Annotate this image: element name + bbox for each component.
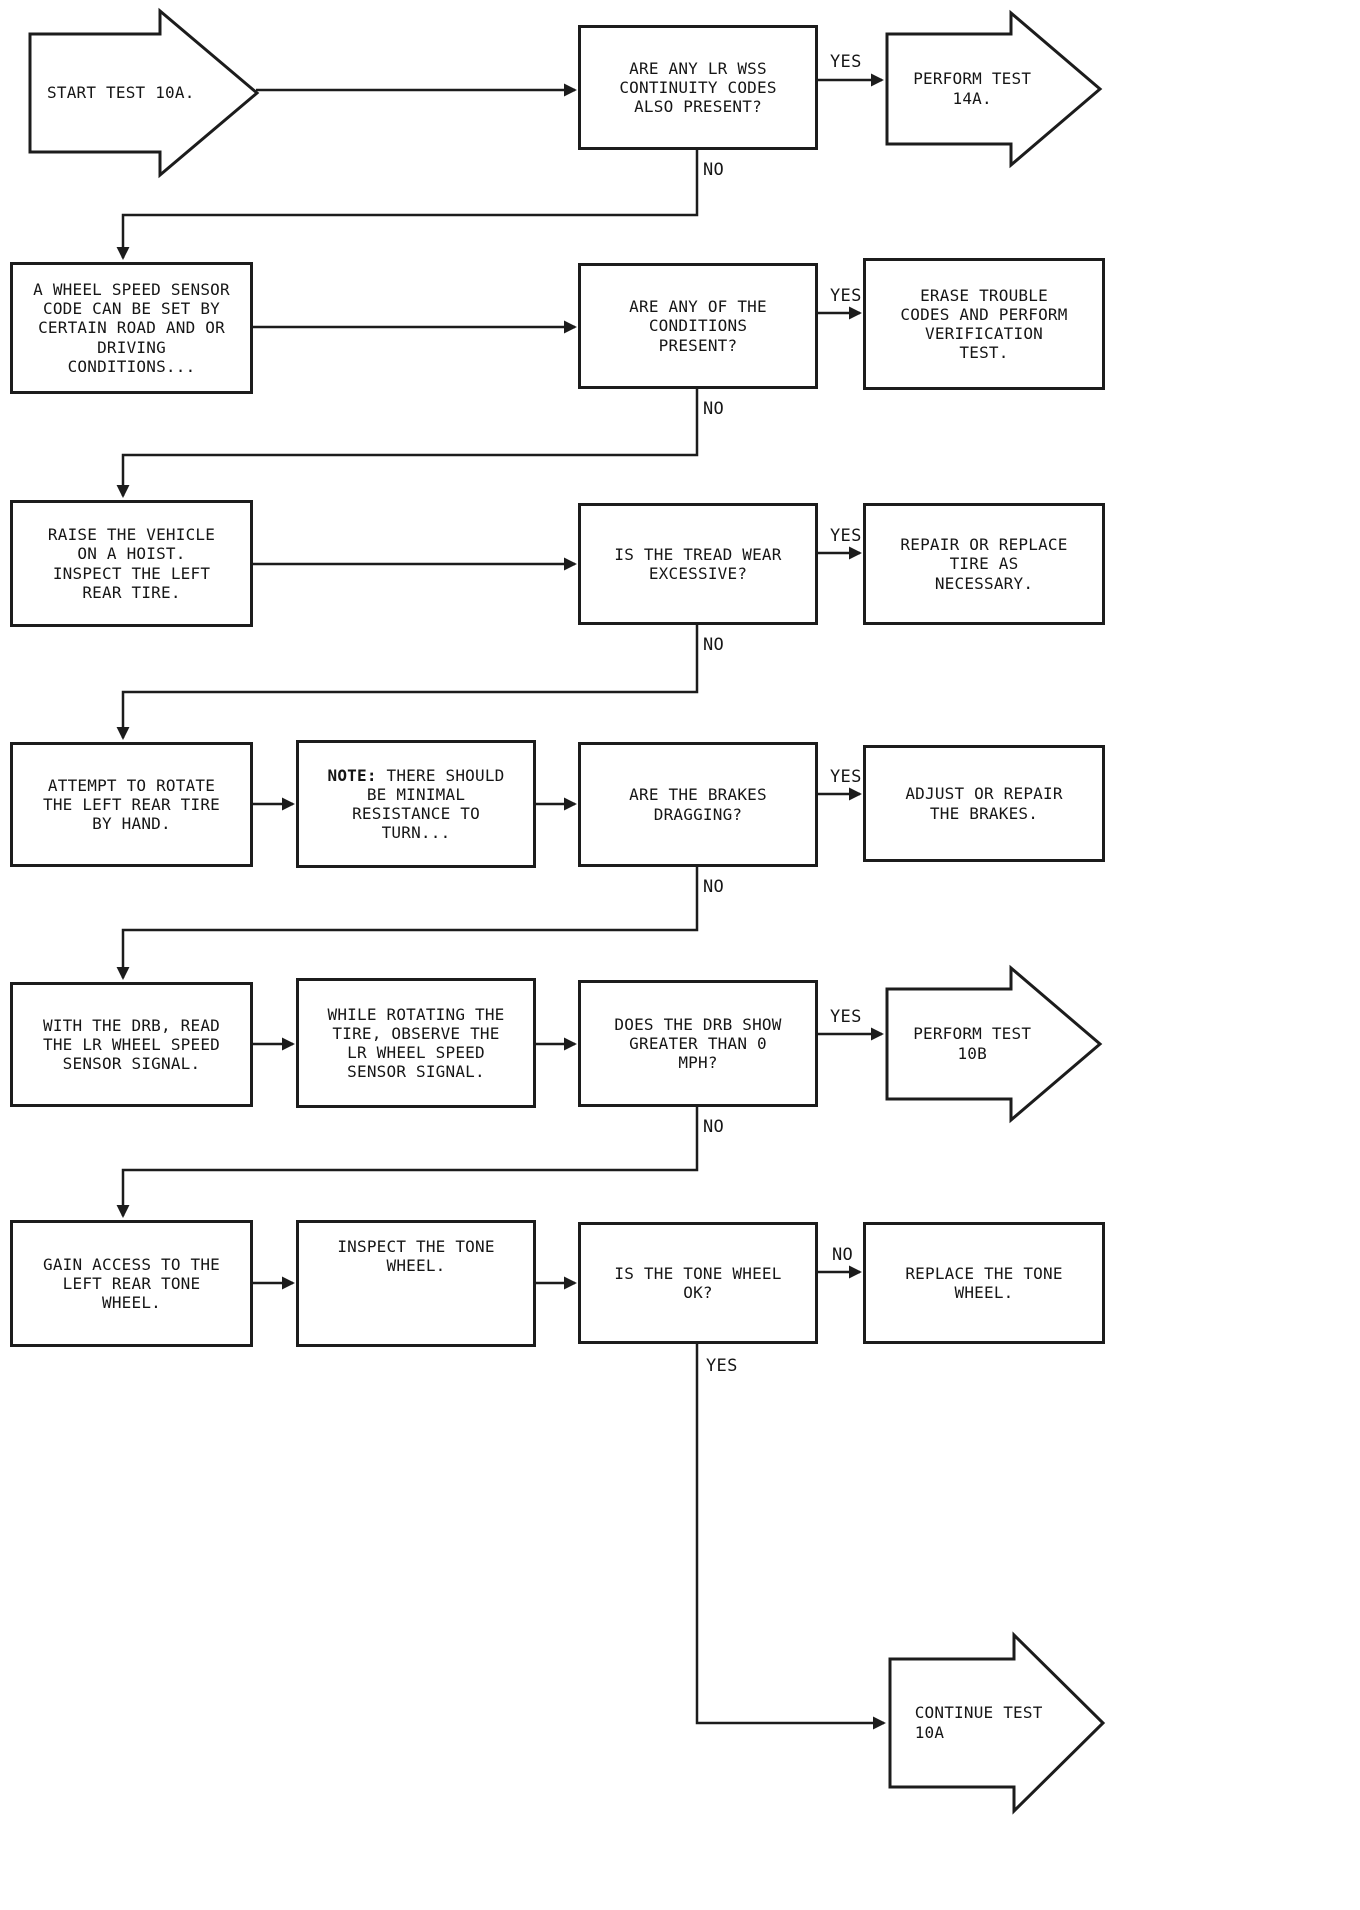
- decision-lr-wss-continuity-codes: ARE ANY LR WSS CONTINUITY CODES ALSO PRE…: [578, 25, 818, 150]
- action-rotate-tire-by-hand-label: ATTEMPT TO ROTATE THE LEFT REAR TIRE BY …: [43, 775, 220, 834]
- decision-brakes-dragging-label: ARE THE BRAKES DRAGGING?: [629, 785, 767, 824]
- info-wheel-speed-sensor-conditions-label: A WHEEL SPEED SENSOR CODE CAN BE SET BY …: [33, 280, 230, 376]
- action-rotate-tire-by-hand: ATTEMPT TO ROTATE THE LEFT REAR TIRE BY …: [10, 742, 253, 867]
- decision-conditions-present-label: ARE ANY OF THE CONDITIONS PRESENT?: [629, 297, 767, 355]
- note-prefix: NOTE:: [327, 765, 377, 785]
- edge-label-yes-conditions: YES: [830, 286, 862, 306]
- perform-test-14a-node: PERFORM TEST 14A.: [885, 9, 1103, 169]
- start-arrow-shape: [28, 7, 260, 179]
- action-adjust-repair-brakes: ADJUST OR REPAIR THE BRAKES.: [863, 745, 1105, 862]
- continue-test-10a-label: CONTINUE TEST 10A: [914, 1703, 1043, 1742]
- decision-tone-wheel-ok: IS THE TONE WHEEL OK?: [578, 1222, 818, 1344]
- edge-label-yes-tone-wheel: YES: [706, 1356, 738, 1376]
- action-adjust-repair-brakes-label: ADJUST OR REPAIR THE BRAKES.: [905, 784, 1063, 823]
- action-erase-trouble-codes-label: ERASE TROUBLE CODES AND PERFORM VERIFICA…: [900, 285, 1068, 363]
- action-observe-signal-while-rotating: WHILE ROTATING THE TIRE, OBSERVE THE LR …: [296, 978, 536, 1108]
- decision-conditions-present: ARE ANY OF THE CONDITIONS PRESENT?: [578, 263, 818, 389]
- note-minimal-resistance-label: NOTE: THERE SHOULD BE MINIMAL RESISTANCE…: [303, 766, 529, 843]
- decision-tread-wear-label: IS THE TREAD WEAR EXCESSIVE?: [614, 544, 782, 583]
- action-observe-signal-while-rotating-label: WHILE ROTATING THE TIRE, OBSERVE THE LR …: [327, 1004, 505, 1082]
- edge-label-yes-continuity: YES: [830, 52, 862, 72]
- action-replace-tone-wheel: REPLACE THE TONE WHEEL.: [863, 1222, 1105, 1344]
- info-wheel-speed-sensor-conditions: A WHEEL SPEED SENSOR CODE CAN BE SET BY …: [10, 262, 253, 394]
- action-read-drb-signal: WITH THE DRB, READ THE LR WHEEL SPEED SE…: [10, 982, 253, 1107]
- edge-mph-no: [116, 1107, 699, 1218]
- decision-lr-wss-continuity-codes-label: ARE ANY LR WSS CONTINUITY CODES ALSO PRE…: [619, 58, 777, 117]
- action-raise-vehicle-label: RAISE THE VEHICLE ON A HOIST. INSPECT TH…: [47, 525, 216, 602]
- decision-brakes-dragging: ARE THE BRAKES DRAGGING?: [578, 742, 818, 867]
- action-gain-access-tone-wheel: GAIN ACCESS TO THE LEFT REAR TONE WHEEL.: [10, 1220, 253, 1347]
- edge-label-no-tone-wheel: NO: [832, 1245, 854, 1265]
- edge-toneok-yes: [695, 1344, 886, 1730]
- edge-label-yes-brakes: YES: [830, 767, 862, 787]
- perform-test-10b-label: PERFORM TEST 10B: [913, 1024, 1032, 1063]
- action-repair-replace-tire: REPAIR OR REPLACE TIRE AS NECESSARY.: [863, 503, 1105, 625]
- decision-drb-greater-than-0-mph-label: DOES THE DRB SHOW GREATER THAN 0 MPH?: [614, 1014, 782, 1073]
- decision-tone-wheel-ok-label: IS THE TONE WHEEL OK?: [614, 1263, 782, 1302]
- edge-conditions-no: [116, 389, 699, 498]
- action-read-drb-signal-label: WITH THE DRB, READ THE LR WHEEL SPEED SE…: [43, 1015, 220, 1074]
- action-inspect-tone-wheel-label: INSPECT THE TONE WHEEL.: [337, 1237, 495, 1276]
- start-node: START TEST 10A.: [28, 7, 260, 179]
- edge-label-yes-tread: YES: [830, 526, 862, 546]
- edge-continuity-no: [116, 150, 699, 260]
- decision-tread-wear: IS THE TREAD WEAR EXCESSIVE?: [578, 503, 818, 625]
- decision-drb-greater-than-0-mph: DOES THE DRB SHOW GREATER THAN 0 MPH?: [578, 980, 818, 1107]
- perform-test-14a-label: PERFORM TEST 14A.: [913, 69, 1032, 108]
- start-node-label: START TEST 10A.: [47, 83, 195, 102]
- edge-tread-no: [116, 625, 699, 740]
- perform-10b-arrow-shape: [885, 964, 1103, 1124]
- action-repair-replace-tire-label: REPAIR OR REPLACE TIRE AS NECESSARY.: [900, 535, 1068, 593]
- edge-label-no-brakes: NO: [703, 877, 725, 897]
- note-minimal-resistance: NOTE: THERE SHOULD BE MINIMAL RESISTANCE…: [296, 740, 536, 868]
- action-replace-tone-wheel-label: REPLACE THE TONE WHEEL.: [905, 1263, 1063, 1302]
- perform-14a-arrow-shape: [885, 9, 1103, 169]
- action-inspect-tone-wheel: INSPECT THE TONE WHEEL.: [296, 1220, 536, 1347]
- action-raise-vehicle: RAISE THE VEHICLE ON A HOIST. INSPECT TH…: [10, 500, 253, 627]
- perform-test-10b-node: PERFORM TEST 10B: [885, 964, 1103, 1124]
- edge-label-yes-mph: YES: [830, 1007, 862, 1027]
- edge-label-no-conditions: NO: [703, 399, 725, 419]
- continue-10a-arrow-shape: [888, 1631, 1106, 1815]
- edge-label-no-continuity: NO: [703, 160, 725, 180]
- continue-test-10a-node: CONTINUE TEST 10A: [888, 1631, 1106, 1815]
- edge-label-no-mph: NO: [703, 1117, 725, 1137]
- edge-brakes-no: [116, 867, 699, 980]
- edge-label-no-tread: NO: [703, 635, 725, 655]
- action-gain-access-tone-wheel-label: GAIN ACCESS TO THE LEFT REAR TONE WHEEL.: [43, 1254, 220, 1313]
- note-body: THERE SHOULD BE MINIMAL RESISTANCE TO TU…: [352, 765, 505, 843]
- action-erase-trouble-codes: ERASE TROUBLE CODES AND PERFORM VERIFICA…: [863, 258, 1105, 390]
